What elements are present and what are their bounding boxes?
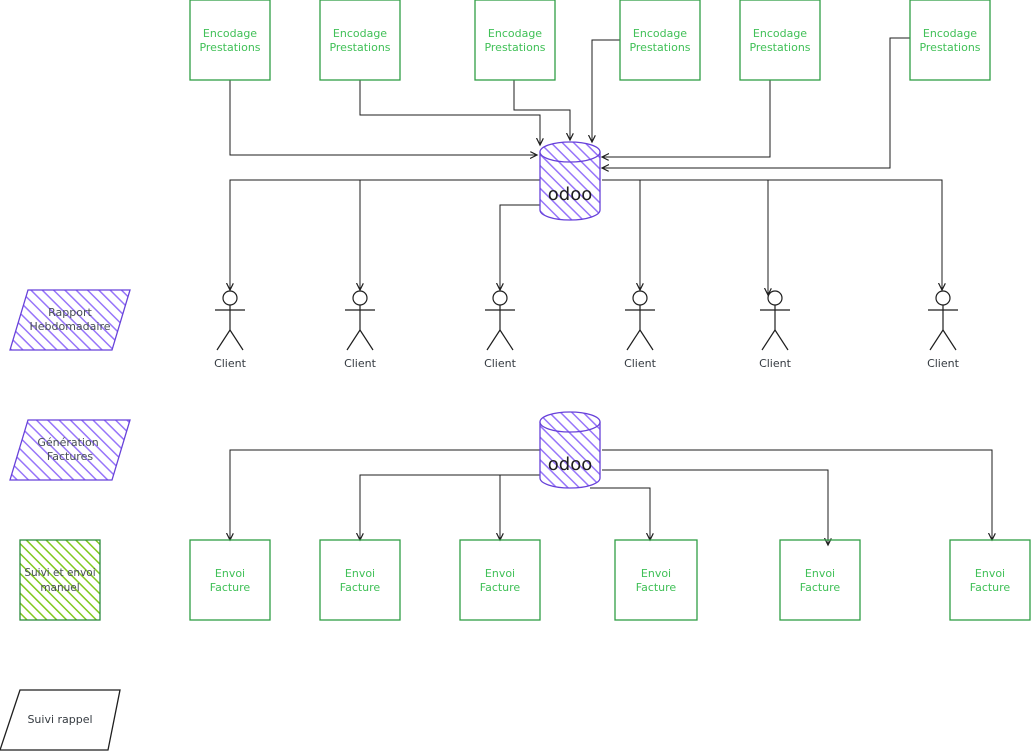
- envoi-label-line2: Facture: [800, 581, 841, 594]
- encodage-label-line1: Encodage: [633, 27, 687, 40]
- connector: [359, 80, 540, 145]
- encodage-box: Encodage Prestations: [189, 0, 271, 81]
- database-top: odoo: [539, 141, 601, 221]
- client-actor: Client: [344, 290, 377, 370]
- legend-rapport-hebdomadaire: Rapport Hebdomadaire: [9, 289, 131, 351]
- envoi-label-line1: Envoi: [215, 567, 245, 580]
- clients: Client Client Client Client: [214, 290, 960, 370]
- encodage-label-line2: Prestations: [484, 41, 545, 54]
- legend-suivi-rappel: Suivi rappel: [0, 689, 121, 751]
- envoi-box: Envoi Facture: [614, 539, 698, 621]
- encodage-box: Encodage Prestations: [319, 0, 401, 81]
- connector: [360, 474, 540, 540]
- encodage-label-line1: Encodage: [753, 27, 807, 40]
- encodage-label-line2: Prestations: [329, 41, 390, 54]
- envoi-label-line2: Facture: [970, 581, 1011, 594]
- connector: [230, 449, 540, 540]
- encodage-label-line1: Encodage: [203, 27, 257, 40]
- client-label: Client: [484, 357, 517, 370]
- database-label: odoo: [548, 454, 592, 475]
- legend-generation-factures: Génération Factures: [9, 419, 131, 481]
- database-bottom: odoo: [539, 411, 601, 489]
- envoi-label-line1: Envoi: [805, 567, 835, 580]
- encodage-boxes: Encodage Prestations Encodage Prestation…: [189, 0, 991, 81]
- connector: [602, 179, 942, 290]
- encodage-label-line1: Encodage: [488, 27, 542, 40]
- envoi-box: Envoi Facture: [189, 539, 271, 621]
- client-label: Client: [624, 357, 657, 370]
- envoi-box: Envoi Facture: [459, 539, 541, 621]
- connector: [500, 474, 540, 540]
- client-actor: Client: [624, 290, 657, 370]
- connector: [602, 80, 771, 157]
- client-label: Client: [344, 357, 377, 370]
- client-actor: Client: [214, 290, 247, 370]
- connector: [229, 80, 537, 155]
- encodage-label-line2: Prestations: [919, 41, 980, 54]
- connector: [602, 179, 768, 295]
- envoi-label-line2: Facture: [636, 581, 677, 594]
- connector: [360, 179, 540, 290]
- connector: [500, 204, 545, 290]
- connector: [602, 179, 640, 290]
- legend-rapport-line2: Hebdomadaire: [29, 320, 110, 333]
- connector: [590, 487, 650, 540]
- legend-suivi-envoi-line1: Suivi et envoi: [24, 567, 95, 579]
- encodage-label-line1: Encodage: [333, 27, 387, 40]
- encodage-box: Encodage Prestations: [739, 0, 821, 81]
- connector: [602, 449, 992, 540]
- envoi-label-line1: Envoi: [641, 567, 671, 580]
- client-actor: Client: [759, 290, 792, 370]
- envoi-label-line2: Facture: [210, 581, 251, 594]
- database-label: odoo: [548, 184, 592, 205]
- encodage-label-line1: Encodage: [923, 27, 977, 40]
- encodage-label-line2: Prestations: [199, 41, 260, 54]
- encodage-label-line2: Prestations: [629, 41, 690, 54]
- legend-generation-line1: Génération: [37, 436, 98, 449]
- connectors-top: [229, 37, 910, 168]
- envoi-boxes: Envoi Facture Envoi Facture Envoi Factur…: [189, 539, 1031, 621]
- encodage-box: Encodage Prestations: [474, 0, 556, 81]
- legend-rapport-line1: Rapport: [48, 306, 92, 319]
- connector: [513, 80, 570, 140]
- envoi-label-line1: Envoi: [975, 567, 1005, 580]
- envoi-label-line2: Facture: [480, 581, 521, 594]
- client-actor: Client: [484, 290, 517, 370]
- connectors-bottom: [230, 449, 992, 545]
- encodage-box: Encodage Prestations: [909, 0, 991, 81]
- connector: [602, 37, 910, 168]
- client-label: Client: [214, 357, 247, 370]
- legend-suivi-envoi-manuel: Suivi et envoi manuel: [19, 539, 101, 621]
- encodage-label-line2: Prestations: [749, 41, 810, 54]
- connector: [602, 469, 828, 545]
- legend: Rapport Hebdomadaire Génération Factures…: [0, 289, 131, 751]
- envoi-box: Envoi Facture: [779, 539, 861, 621]
- client-actor: Client: [927, 290, 960, 370]
- connector: [230, 179, 540, 290]
- encodage-box: Encodage Prestations: [619, 0, 701, 81]
- envoi-label-line1: Envoi: [345, 567, 375, 580]
- connector: [592, 39, 620, 142]
- legend-suivi-rappel-label: Suivi rappel: [27, 713, 92, 726]
- envoi-label-line2: Facture: [340, 581, 381, 594]
- envoi-label-line1: Envoi: [485, 567, 515, 580]
- client-label: Client: [927, 357, 960, 370]
- connectors-clients: [230, 179, 942, 295]
- envoi-box: Envoi Facture: [319, 539, 401, 621]
- envoi-box: Envoi Facture: [949, 539, 1031, 621]
- client-label: Client: [759, 357, 792, 370]
- legend-suivi-envoi-line2: manuel: [40, 582, 79, 594]
- legend-generation-line2: Factures: [47, 450, 93, 463]
